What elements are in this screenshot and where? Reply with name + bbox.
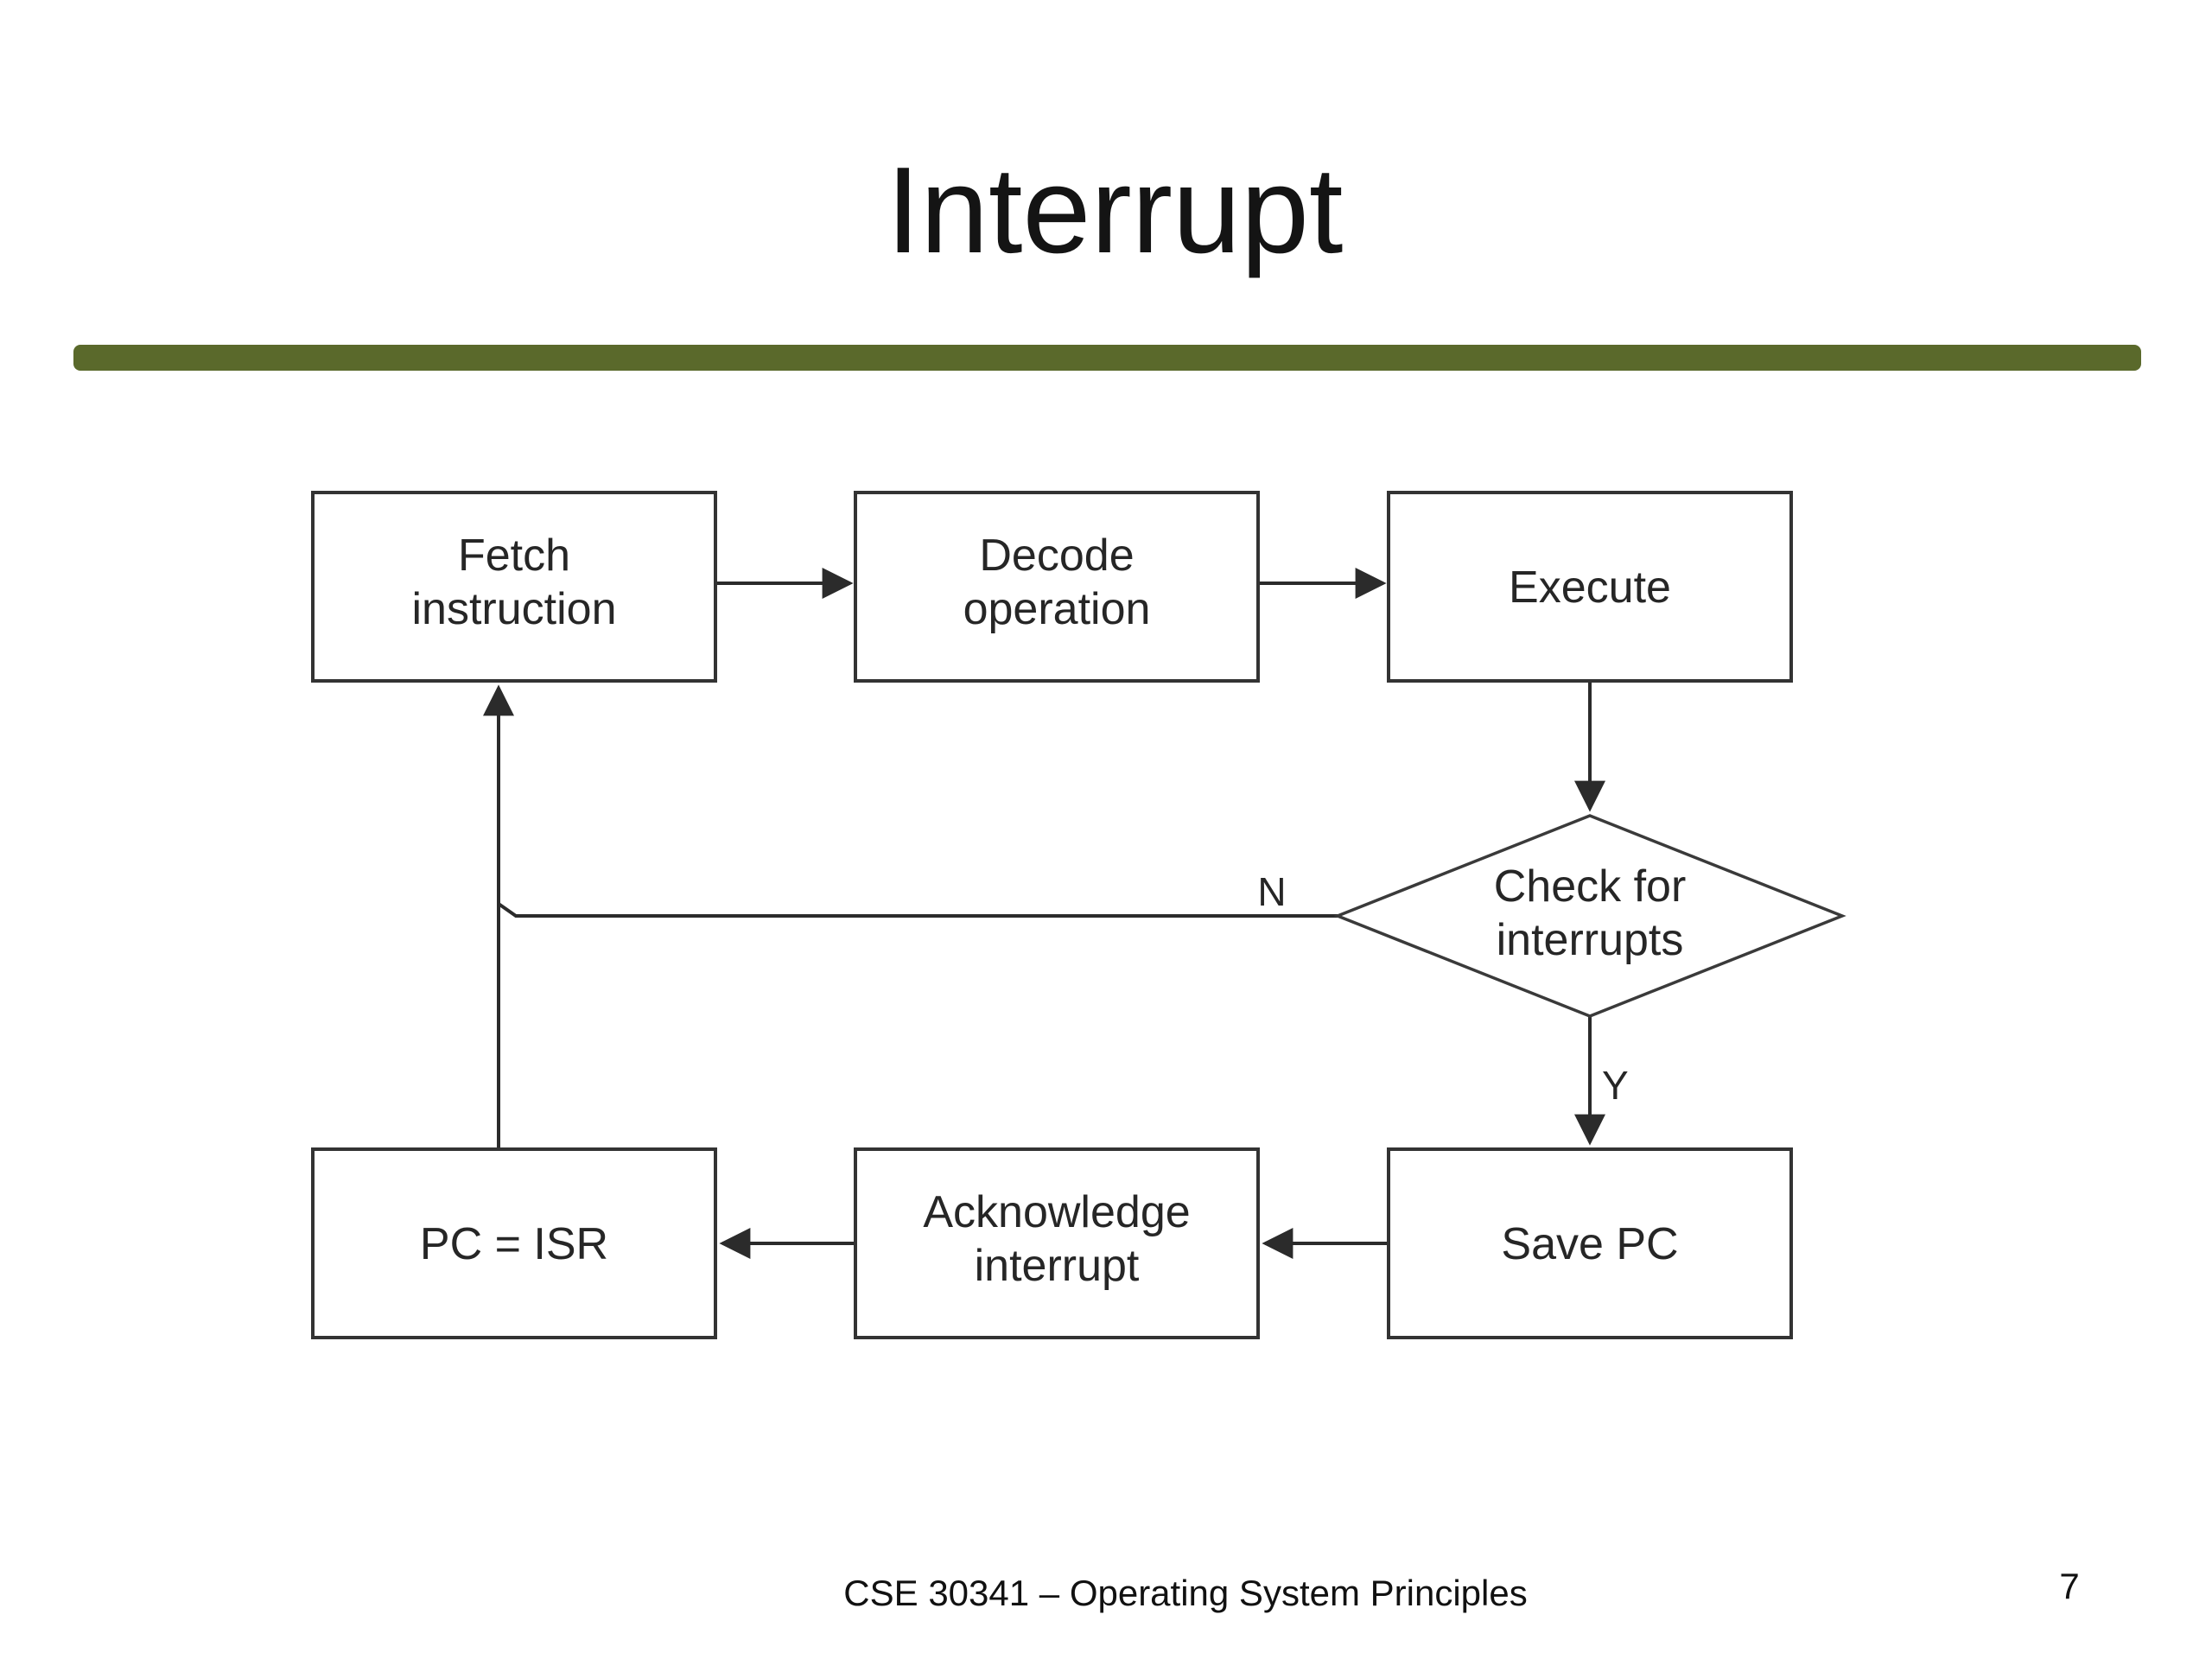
- node-pcisr-box: [311, 1147, 717, 1339]
- node-check-label-line1: Check for: [1494, 861, 1687, 912]
- node-acknowledge-interrupt: Acknowledge interrupt: [854, 1147, 1260, 1339]
- page-number: 7: [2059, 1566, 2079, 1606]
- node-fetch-label-line1: Fetch: [458, 531, 570, 581]
- node-fetch-box: [311, 491, 717, 683]
- node-check-for-interrupts: Check for interrupts: [1333, 814, 1847, 1018]
- edge-label-yes: Y: [1602, 1063, 1629, 1108]
- node-check-label-line2: interrupts: [1497, 915, 1684, 965]
- node-check-diamond: [1333, 814, 1847, 1018]
- flowchart-edges: [483, 568, 1605, 1259]
- node-execute-box: [1387, 491, 1793, 683]
- node-ack-box: [854, 1147, 1260, 1339]
- node-decode-operation: Decode operation: [854, 491, 1260, 683]
- edge-label-no: N: [1257, 869, 1286, 914]
- node-pcisr-label: PC = ISR: [420, 1219, 608, 1269]
- node-ack-label-line1: Acknowledge: [923, 1187, 1190, 1237]
- page-title: Interrupt: [887, 142, 1344, 279]
- node-fetch-instruction: Fetch instruction: [311, 491, 717, 683]
- node-ack-label-line2: interrupt: [975, 1241, 1140, 1291]
- edge-check-no-return: [497, 902, 1338, 918]
- node-save-pc: Save PC: [1387, 1147, 1793, 1339]
- node-fetch-label-line2: instruction: [412, 584, 617, 634]
- title-underline-bar: [73, 345, 2141, 371]
- footer-course-label: CSE 30341 – Operating System Principles: [843, 1573, 1527, 1613]
- node-execute-label: Execute: [1509, 563, 1671, 613]
- node-savepc-box: [1387, 1147, 1793, 1339]
- node-pc-isr: PC = ISR: [311, 1147, 717, 1339]
- node-decode-label-line1: Decode: [979, 531, 1134, 581]
- node-decode-box: [854, 491, 1260, 683]
- node-savepc-label: Save PC: [1501, 1219, 1678, 1269]
- node-decode-label-line2: operation: [963, 584, 1151, 634]
- node-execute: Execute: [1387, 491, 1793, 683]
